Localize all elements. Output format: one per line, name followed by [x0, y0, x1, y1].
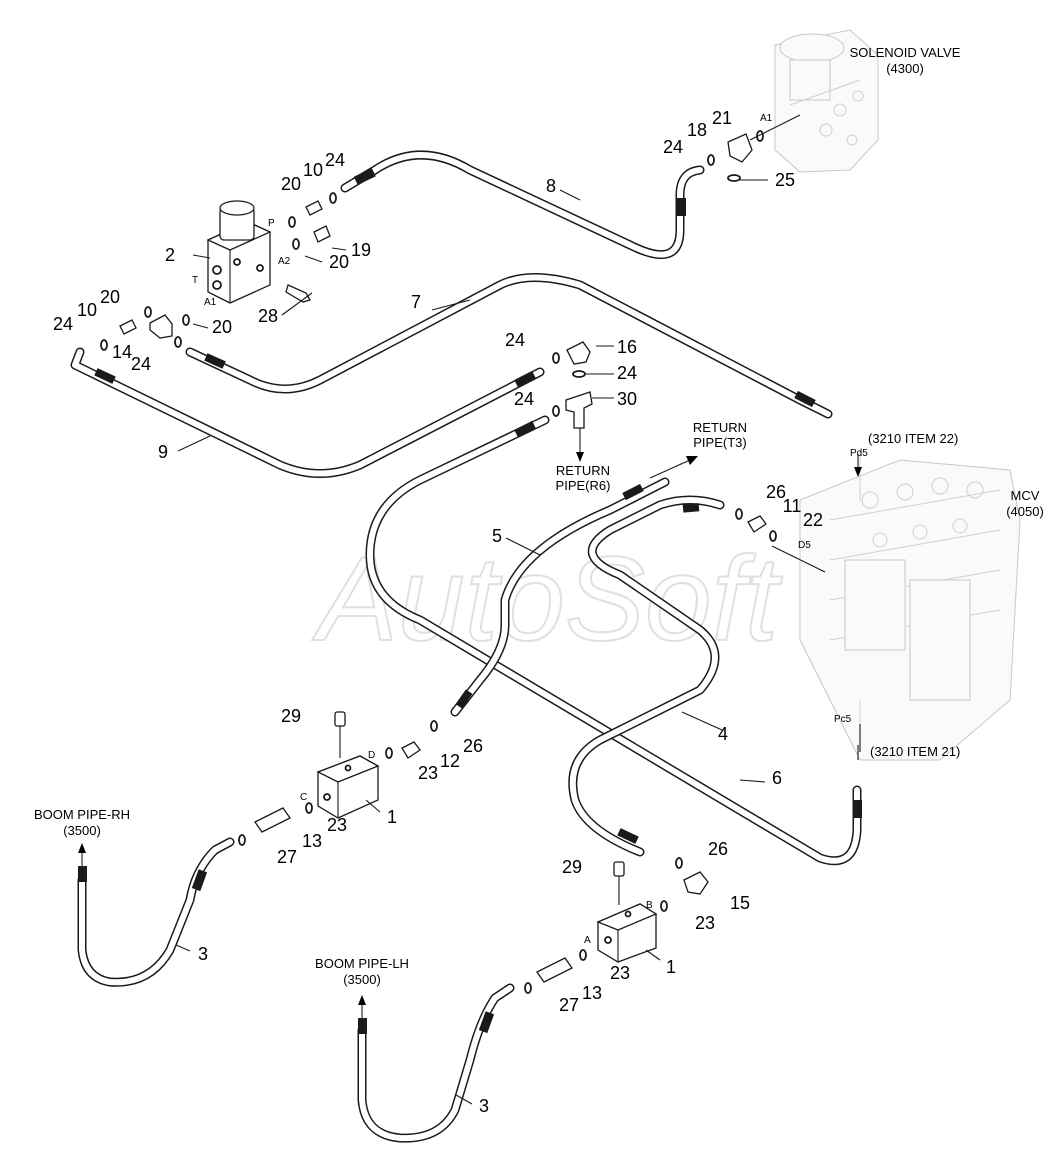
port-b: B [646, 900, 653, 911]
port-a: A [584, 935, 591, 946]
hose-6 [365, 415, 862, 866]
callout: 16 [617, 337, 637, 357]
callout: 29 [281, 706, 301, 726]
callout: 4 [718, 724, 728, 744]
mcv-code: (4050) [1006, 504, 1044, 519]
bolt-icon [285, 284, 625, 905]
solenoid-valve-icon [774, 29, 879, 173]
callout: 24 [617, 363, 637, 383]
check-valve-icon [119, 200, 767, 983]
callout: 26 [463, 736, 483, 756]
ref-item-22: (3210 ITEM 22) [868, 431, 958, 446]
callout: 3 [198, 944, 208, 964]
hose-7 [185, 273, 833, 419]
callout: 24 [663, 137, 683, 157]
callout: 23 [418, 763, 438, 783]
callout: 12 [440, 751, 460, 771]
callout: 30 [617, 389, 637, 409]
hose-5 [450, 477, 670, 717]
port-t: T [192, 275, 198, 286]
port-d5: D5 [798, 540, 811, 551]
port-labels: P T A1 A2 A1 Pd5 D5 Pc5 D C A B [192, 113, 868, 946]
port-a1-block: A1 [204, 297, 217, 308]
boom-lh-line1: BOOM PIPE-LH [315, 956, 409, 971]
return-r6-line1: RETURN [556, 463, 610, 478]
callout: 29 [562, 857, 582, 877]
callout: 2 [165, 245, 175, 265]
watermark: AutoSoft [312, 532, 783, 666]
part-callouts: 21 18 24 25 8 20 10 24 2 19 20 28 20 10 … [53, 108, 823, 1116]
flow-arrow-icon [78, 454, 862, 1018]
component-labels: SOLENOID VALVE (4300) MCV (4050) (3210 I… [34, 45, 1044, 987]
callout: 10 [303, 160, 323, 180]
callout: 26 [766, 482, 786, 502]
callout: 25 [775, 170, 795, 190]
port-c: C [300, 792, 307, 803]
callout: 20 [329, 252, 349, 272]
ref-item-21: (3210 ITEM 21) [870, 744, 960, 759]
callout: 26 [708, 839, 728, 859]
solenoid-valve-code: (4300) [886, 61, 924, 76]
callout: 21 [712, 108, 732, 128]
port-a1-solenoid: A1 [760, 113, 773, 124]
leader-lines [175, 114, 861, 1105]
boom-lh-line2: (3500) [343, 972, 381, 987]
callout: 14 [112, 342, 132, 362]
callout: 27 [559, 995, 579, 1015]
valve-block-icon [206, 200, 272, 304]
hose-9 [70, 347, 545, 478]
port-a2: A2 [278, 256, 291, 267]
elbow-fitting-icon [149, 133, 753, 895]
callout: 27 [277, 847, 297, 867]
o-ring-icon [100, 130, 777, 994]
callout: 20 [100, 287, 120, 307]
callout: 23 [695, 913, 715, 933]
callout: 24 [505, 330, 525, 350]
callout: 18 [687, 120, 707, 140]
port-pd5: Pd5 [850, 448, 868, 459]
callout: 10 [77, 300, 97, 320]
callout: 8 [546, 176, 556, 196]
callout: 11 [783, 496, 802, 516]
port-p: P [268, 218, 275, 229]
solenoid-valve-title: SOLENOID VALVE [850, 45, 961, 60]
hose-4 [568, 495, 725, 857]
callout: 6 [772, 768, 782, 788]
callout: 23 [327, 815, 347, 835]
callout: 20 [212, 317, 232, 337]
hose-8 [340, 150, 705, 260]
mcv-title: MCV [1011, 488, 1040, 503]
callout: 1 [387, 807, 397, 827]
callout: 24 [514, 389, 534, 409]
boom-rh-line2: (3500) [63, 823, 101, 838]
port-pc5: Pc5 [834, 714, 852, 725]
return-t3-line2: PIPE(T3) [693, 435, 746, 450]
callout: 20 [281, 174, 301, 194]
callout: 24 [325, 150, 345, 170]
callout: 13 [302, 831, 322, 851]
hose-crimps [78, 168, 862, 1034]
callout: 24 [53, 314, 73, 334]
callout: 23 [610, 963, 630, 983]
callout: 15 [730, 893, 750, 913]
callout: 19 [351, 240, 371, 260]
mounting-block-icon [316, 755, 658, 963]
callout: 13 [582, 983, 602, 1003]
tee-fitting-icon [565, 391, 593, 462]
callout: 5 [492, 526, 502, 546]
callout: 7 [411, 292, 421, 312]
callout: 1 [666, 957, 676, 977]
port-d: D [368, 750, 375, 761]
mcv-block-icon [799, 450, 1021, 761]
callout: 3 [479, 1096, 489, 1116]
return-r6-line2: PIPE(R6) [556, 478, 611, 493]
callout: 9 [158, 442, 168, 462]
callout: 24 [131, 354, 151, 374]
boom-rh-line1: BOOM PIPE-RH [34, 807, 130, 822]
callout: 28 [258, 306, 278, 326]
callout: 22 [803, 510, 823, 530]
return-t3-line1: RETURN [693, 420, 747, 435]
